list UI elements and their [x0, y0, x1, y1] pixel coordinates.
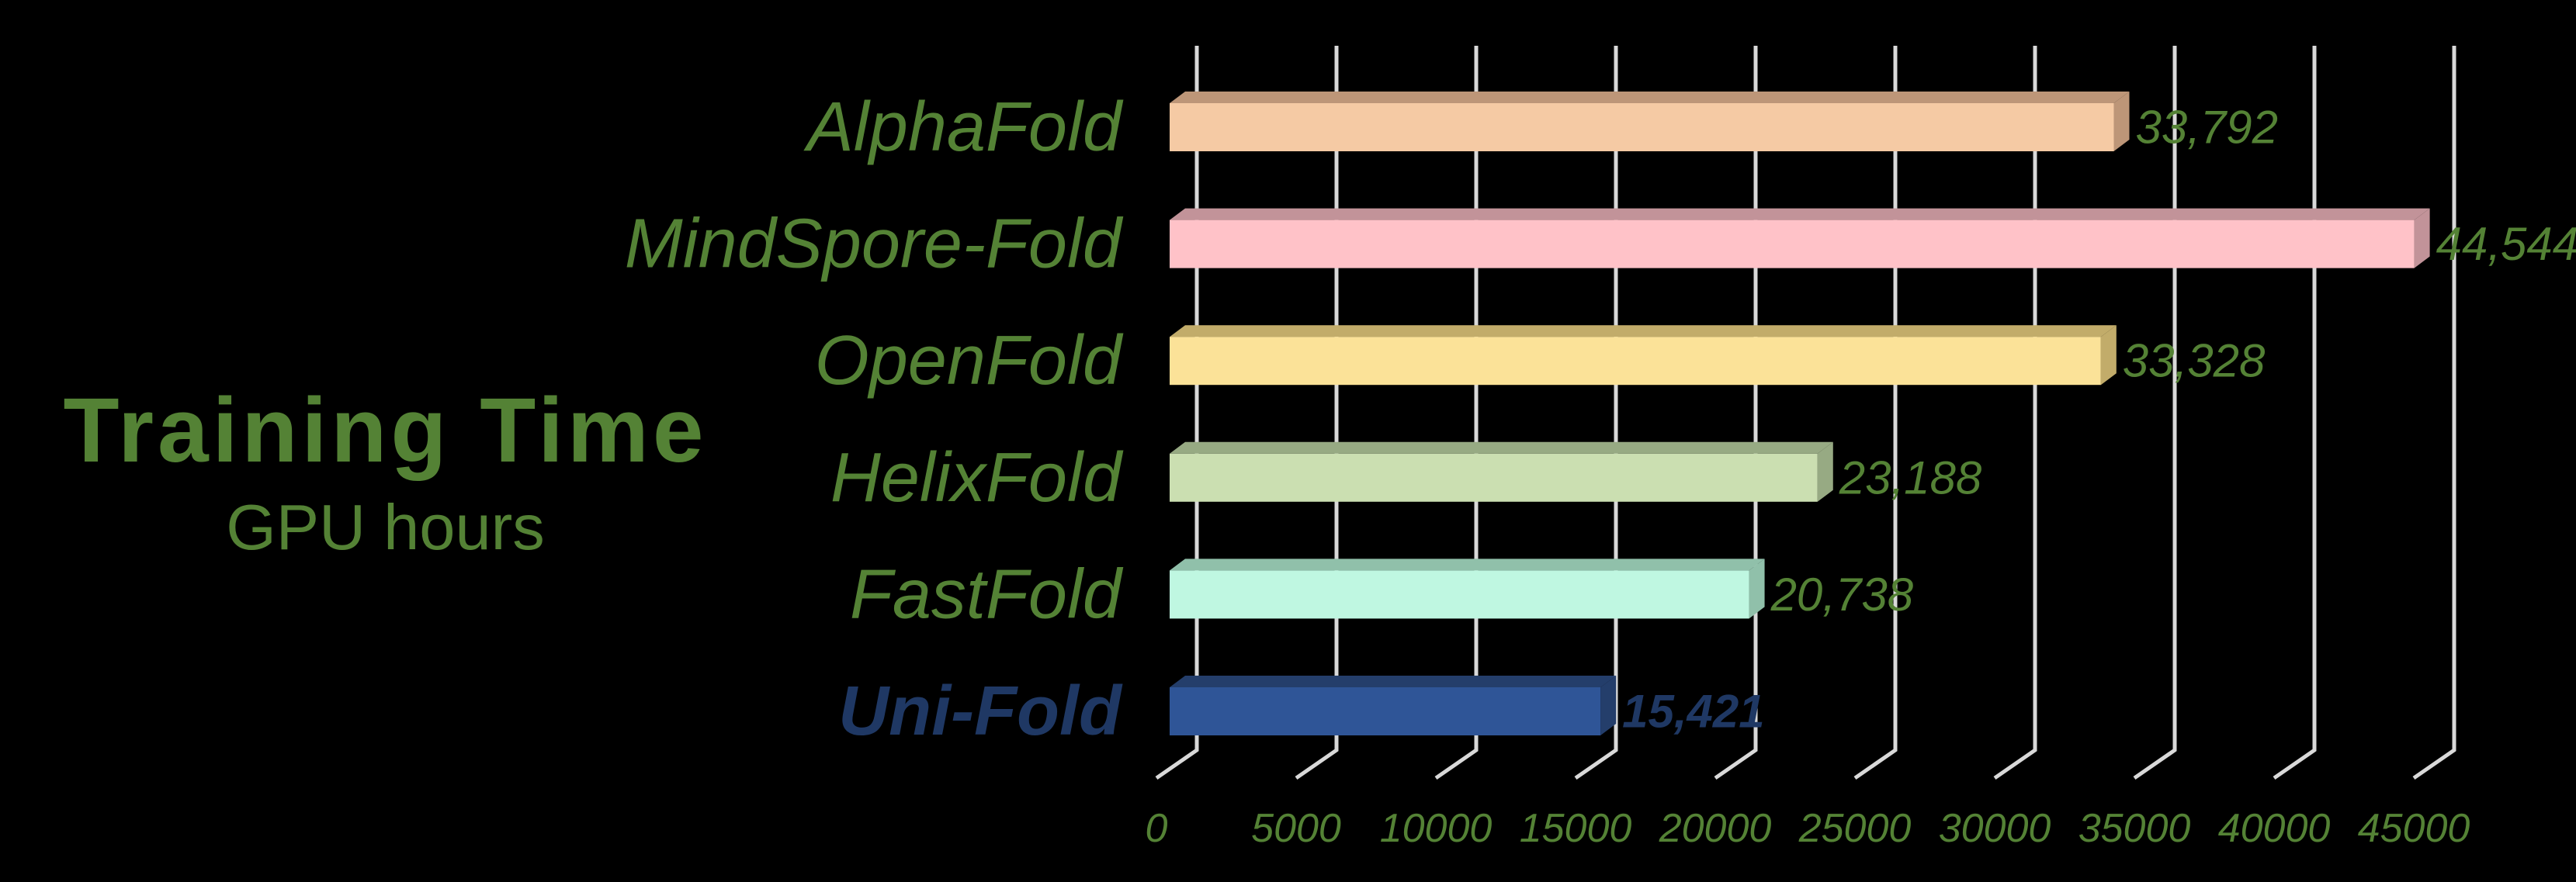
- gridline-30000: [1993, 46, 2037, 780]
- value-label-HelixFold: 23,188: [1839, 451, 1982, 503]
- bar-front-face: [1170, 103, 2114, 151]
- bar-top-face: [1170, 325, 2117, 337]
- category-label-OpenFold: OpenFold: [815, 322, 1124, 399]
- category-label-MindSpore-Fold: MindSpore-Fold: [625, 206, 1124, 283]
- bar-side-face: [2414, 208, 2430, 268]
- bar-front-face: [1170, 687, 1601, 735]
- bar-top-face: [1170, 676, 1617, 687]
- value-label-AlphaFold: 33,792: [2136, 102, 2279, 154]
- value-label-FastFold: 20,738: [1770, 569, 1914, 621]
- category-label-Uni-Fold: Uni-Fold: [838, 673, 1123, 750]
- x-tick-label-25000: 25000: [1798, 806, 1912, 851]
- bar-top-face: [1170, 208, 2430, 220]
- bar-front-face: [1170, 337, 2101, 386]
- x-tick-label-40000: 40000: [2218, 806, 2331, 851]
- bar-side-face: [1600, 676, 1617, 735]
- gridline-15000: [1574, 46, 1618, 780]
- x-tick-label-10000: 10000: [1380, 806, 1493, 851]
- gridline-20000: [1714, 46, 1758, 780]
- bar-side-face: [2113, 92, 2130, 151]
- bar-Uni-Fold: [1170, 676, 1617, 735]
- x-tick-label-45000: 45000: [2358, 806, 2470, 851]
- bar-MindSpore-Fold: [1170, 208, 2430, 268]
- gridline-45000: [2412, 46, 2456, 780]
- x-tick-label-35000: 35000: [2078, 806, 2191, 851]
- gridline-40000: [2273, 46, 2317, 780]
- bar-HelixFold: [1170, 441, 1833, 502]
- value-label-OpenFold: 33,328: [2123, 335, 2266, 387]
- bar-top-face: [1170, 441, 1833, 454]
- gridline-0: [1155, 46, 1199, 780]
- category-label-HelixFold: HelixFold: [830, 439, 1124, 517]
- value-label-MindSpore-Fold: 44,544: [2436, 218, 2576, 270]
- x-tick-label-15000: 15000: [1520, 806, 1632, 851]
- bar-front-face: [1170, 453, 1818, 502]
- category-label-FastFold: FastFold: [850, 555, 1124, 633]
- gridline-25000: [1853, 46, 1898, 780]
- x-tick-label-30000: 30000: [1939, 806, 2051, 851]
- bar-top-face: [1170, 92, 2130, 103]
- bar-front-face: [1170, 570, 1749, 619]
- bar-top-face: [1170, 559, 1765, 571]
- bar-OpenFold: [1170, 325, 2117, 386]
- value-label-Uni-Fold: 15,421: [1622, 686, 1765, 738]
- bar-side-face: [1817, 441, 1833, 502]
- x-tick-label-0: 0: [1146, 806, 1168, 851]
- bar-FastFold: [1170, 559, 1765, 619]
- x-tick-label-20000: 20000: [1659, 806, 1772, 851]
- bar-AlphaFold: [1170, 92, 2130, 151]
- gridline-35000: [2133, 46, 2177, 780]
- category-label-AlphaFold: AlphaFold: [803, 88, 1124, 166]
- bar-side-face: [1749, 559, 1765, 619]
- bar-front-face: [1170, 220, 2415, 268]
- gridline-5000: [1295, 46, 1339, 780]
- bar-side-face: [2100, 325, 2117, 386]
- gridline-10000: [1434, 46, 1479, 780]
- x-tick-label-5000: 5000: [1251, 806, 1341, 851]
